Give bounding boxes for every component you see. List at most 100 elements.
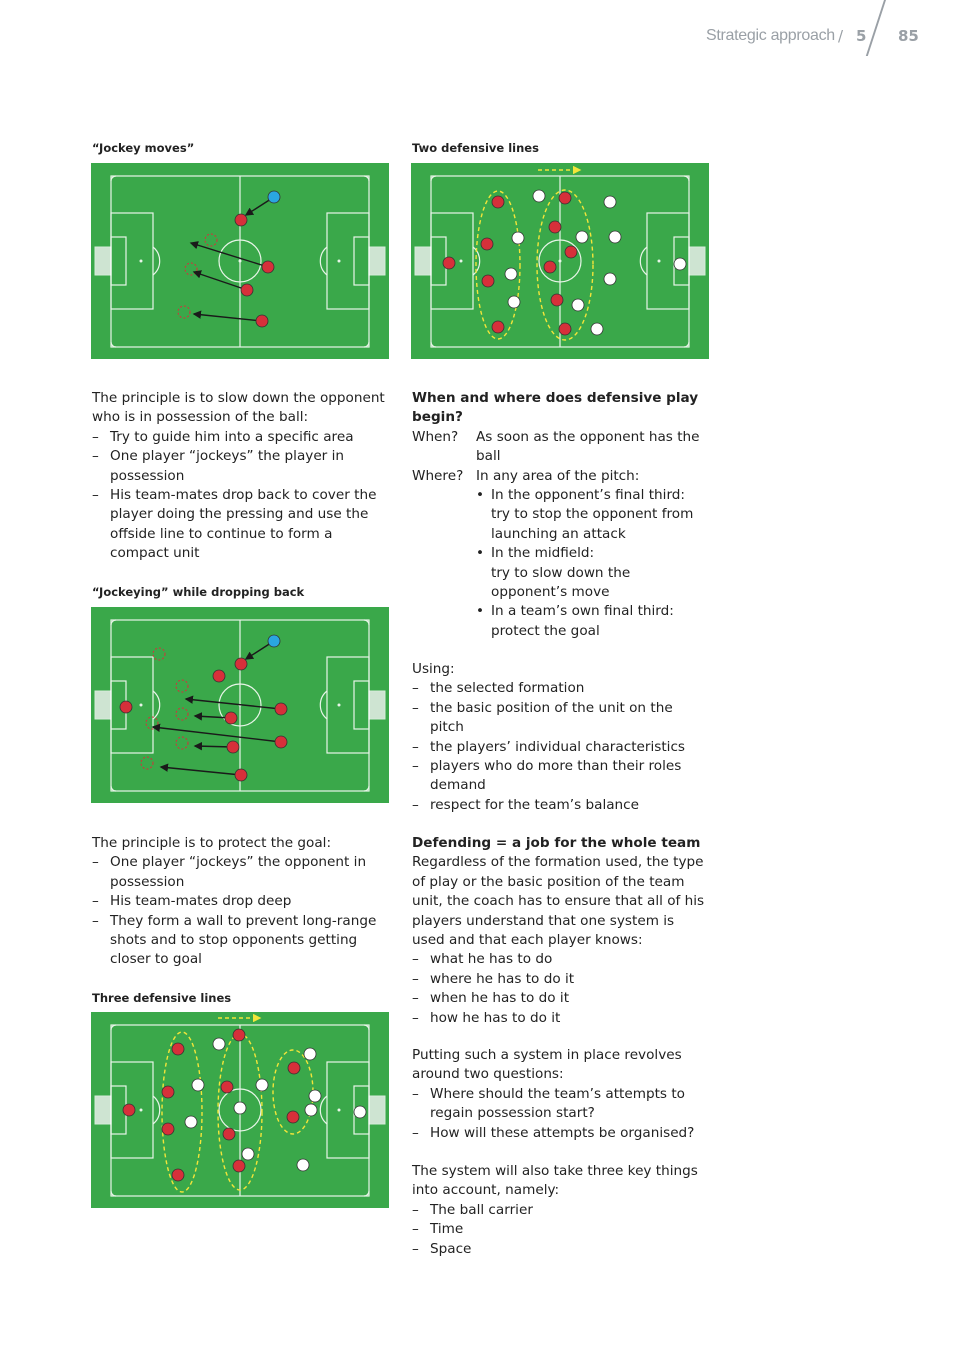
- goal-net: [414, 246, 432, 276]
- corner-arc: [430, 175, 437, 182]
- player-white: [308, 1089, 322, 1103]
- list-item: the selected formation: [412, 679, 702, 699]
- player-red: [212, 669, 226, 683]
- page-number: 85: [898, 27, 919, 45]
- player-white: [571, 298, 585, 312]
- player-red: [564, 245, 578, 259]
- pitch-diagram-jockey-moves: [91, 163, 389, 359]
- paragraph: Putting such a system in place revolves …: [412, 1047, 682, 1083]
- defensive-line-zone: [161, 1031, 203, 1193]
- bullet-item: In the opponent’s final third:try to sto…: [476, 486, 707, 544]
- target-position-marker: [175, 736, 189, 750]
- list-item: They form a wall to prevent long-range s…: [92, 912, 392, 970]
- player-red: [161, 1085, 175, 1099]
- penalty-arc: [319, 690, 328, 720]
- text-block-protect-goal: The principle is to protect the goal: On…: [92, 834, 392, 970]
- player-white: [575, 230, 589, 244]
- list-item: when he has to do it: [412, 989, 707, 1009]
- corner-arc: [110, 785, 117, 792]
- penalty-arc: [152, 690, 161, 720]
- player-white: [603, 272, 617, 286]
- paragraph: Regardless of the formation used, the ty…: [412, 854, 705, 949]
- penalty-spot: [657, 259, 661, 263]
- penalty-arc: [319, 1095, 328, 1125]
- bullet-title: In the midfield:: [491, 545, 595, 562]
- penalty-arc: [639, 246, 648, 276]
- corner-arc: [363, 785, 370, 792]
- paragraph: Using:: [412, 661, 455, 677]
- list-item: where he has to do it: [412, 970, 707, 990]
- where-row: Where? In any area of the pitch:: [412, 467, 707, 486]
- list-item: The ball carrier: [412, 1201, 702, 1221]
- player-white: [353, 1105, 367, 1119]
- player-opponent-ball-carrier: [267, 190, 281, 204]
- player-red: [171, 1042, 185, 1056]
- player-red: [558, 191, 572, 205]
- chapter-number: 5: [856, 27, 867, 45]
- player-red: [543, 260, 557, 274]
- when-label: When?: [412, 428, 459, 445]
- corner-arc: [363, 619, 370, 626]
- figure-caption-two-lines: Two defensive lines: [412, 141, 539, 155]
- goal-net: [368, 690, 386, 720]
- player-white: [296, 1158, 310, 1172]
- player-red: [234, 768, 248, 782]
- bullet-text: protect the goal: [491, 622, 600, 639]
- section-title: Strategic approach: [706, 27, 835, 44]
- player-red: [548, 220, 562, 234]
- pitch-diagram-jockeying: [91, 607, 389, 803]
- player-red: [558, 322, 572, 336]
- player-red: [442, 256, 456, 270]
- player-red: [119, 700, 133, 714]
- player-white: [511, 231, 525, 245]
- paragraph: The principle is to protect the goal:: [92, 835, 332, 851]
- player-red: [287, 1061, 301, 1075]
- list-item: players who do more than their roles dem…: [412, 757, 702, 796]
- player-red: [222, 1127, 236, 1141]
- penalty-spot: [337, 1108, 341, 1112]
- penalty-arc: [319, 246, 328, 276]
- penalty-arc: [152, 246, 161, 276]
- player-red: [224, 711, 238, 725]
- player-opponent-ball-carrier: [267, 634, 281, 648]
- list-item: Time: [412, 1220, 702, 1240]
- player-white: [504, 267, 518, 281]
- player-red: [234, 213, 248, 227]
- text-block-putting: Putting such a system in place revolves …: [412, 1046, 702, 1143]
- player-red: [171, 1168, 185, 1182]
- target-position-marker: [184, 262, 198, 276]
- movement-arrow: [189, 241, 269, 268]
- defensive-line-zone: [536, 189, 594, 341]
- section-heading: When and where does defensive play begin…: [412, 390, 699, 426]
- where-value: In any area of the pitch:: [476, 467, 640, 484]
- player-red: [481, 274, 495, 288]
- list-item: the basic position of the unit on the pi…: [412, 699, 702, 738]
- figure-caption-jockey-moves: “Jockey moves”: [92, 141, 195, 155]
- text-block-system: The system will also take three key thin…: [412, 1162, 702, 1259]
- target-position-marker: [140, 756, 154, 770]
- bullet-title: In the opponent’s final third:: [491, 487, 686, 504]
- player-red: [274, 735, 288, 749]
- figure-caption-three-lines: Three defensive lines: [92, 991, 232, 1005]
- penalty-spot: [139, 259, 143, 263]
- player-red: [480, 237, 494, 251]
- corner-arc: [363, 341, 370, 348]
- player-red: [261, 260, 275, 274]
- player-red: [491, 320, 505, 334]
- list-item: His team-mates drop deep: [92, 892, 392, 912]
- goal-net: [94, 246, 112, 276]
- corner-arc: [363, 1024, 370, 1031]
- centre-circle: [218, 1088, 262, 1132]
- movement-arrow: [151, 723, 282, 743]
- pitch-diagram-three-lines: [91, 1012, 389, 1208]
- list-item: Space: [412, 1240, 702, 1260]
- list-item: Try to guide him into a specific area: [92, 428, 392, 448]
- header-separator: /: [838, 27, 844, 45]
- player-white: [191, 1078, 205, 1092]
- bullet-title: In a team’s own final third:: [491, 603, 674, 620]
- movement-arrow: [192, 270, 248, 291]
- list-item: One player “jockeys” the player in posse…: [92, 447, 392, 486]
- bullet-text: try to slow down the opponent’s move: [491, 564, 631, 601]
- list-item: respect for the team’s balance: [412, 796, 702, 816]
- movement-arrow: [159, 763, 242, 776]
